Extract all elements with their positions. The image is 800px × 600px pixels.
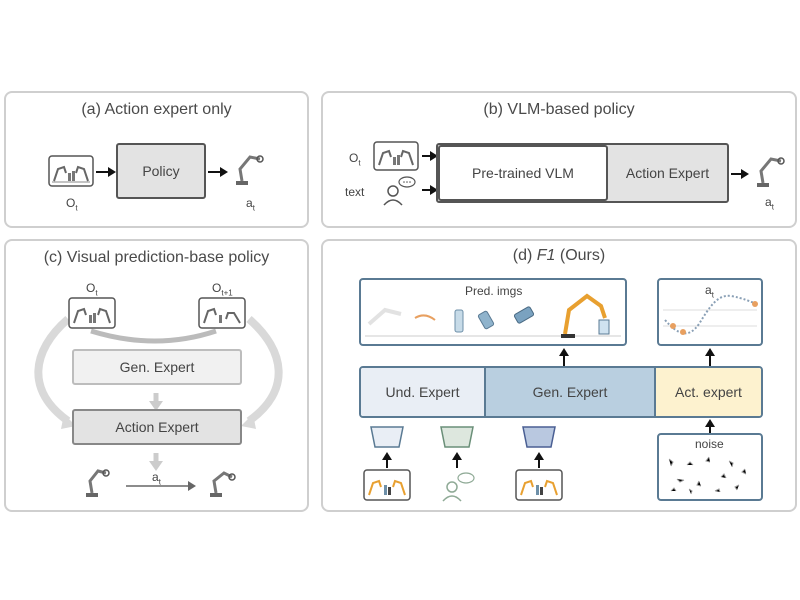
text-tokenizer-icon [440,426,474,448]
obs-t1-label: Ot+1 [212,281,233,298]
action-expert-box: Action Expert [625,165,710,181]
arrow-up-icon [382,452,392,468]
person-speech-icon [442,472,475,502]
predicted-robot-frames-icon [365,293,621,338]
policy-box: Policy [116,143,206,199]
gen-expert-box: Gen. Expert [72,349,242,385]
arrow-right-icon [422,185,438,195]
action-trajectory-box: at [657,278,763,346]
robot-arm-icon [86,469,110,497]
pretrained-vlm-box: Pre-trained VLM [438,145,608,201]
action-expert-box: Action Expert [72,409,242,445]
arrow-right-icon [422,151,438,161]
arrow-up-icon [534,452,544,468]
robot-arm-icon [757,157,785,187]
action-label: at [705,283,714,300]
obs-label: Ot [349,151,361,168]
gen-tokenizer-icon [522,426,556,448]
robot-arm-icon [210,471,236,497]
observation-image-icon [48,155,94,187]
panel-d: (d) F1 (Ours) Pred. imgs at [321,239,797,512]
arrow-up-icon [559,348,569,366]
act-expert-box: Act. expert [656,368,761,416]
observation-image-icon [373,141,419,171]
action-trajectory-icon [663,294,758,335]
noise-label: noise [695,437,724,451]
panel-c-title: (c) Visual prediction-base policy [43,249,270,266]
noise-scatter-icon [668,456,747,495]
observation-image-icon [363,469,411,501]
arrow-right-icon [208,167,228,177]
arrow-up-icon [705,419,715,433]
action-label: at [152,470,161,487]
gen-expert-box: Gen. Expert [486,368,656,416]
image-tokenizer-icon [370,426,404,448]
action-label: at [246,196,255,213]
observation-image-icon [68,297,116,329]
panel-b: (b) VLM-based policy Ot text Pre-trained… [321,91,797,228]
panel-d-title: (d) F1 (Ours) [512,247,606,264]
person-speech-icon [383,176,416,206]
und-expert-box: Und. Expert [361,368,486,416]
future-observation-image-icon [198,297,246,329]
panel-a: (a) Action expert only Ot Policy at [4,91,309,228]
arrow-right-icon [126,481,196,491]
panel-a-title: (a) Action expert only [81,101,232,118]
text-label: text [345,185,365,199]
obs-t-label: Ot [86,281,98,298]
noise-box: noise [657,433,763,501]
obs-label: Ot [66,196,78,213]
observation-image-icon [515,469,563,501]
pred-imgs-label: Pred. imgs [465,284,523,298]
experts-bar: Und. Expert Gen. Expert Act. expert [359,366,763,418]
arrow-right-icon [96,167,116,177]
panel-c: (c) Visual prediction-base policy Ot Ot+… [4,239,309,512]
panel-b-title: (b) VLM-based policy [483,101,635,118]
arrow-right-icon [731,169,749,179]
pred-imgs-box: Pred. imgs [359,278,627,346]
action-label: at [765,195,774,212]
curved-flow-arrows [34,315,283,471]
arrow-up-icon [452,452,462,468]
arrow-up-icon [705,348,715,366]
robot-arm-icon [236,155,264,185]
